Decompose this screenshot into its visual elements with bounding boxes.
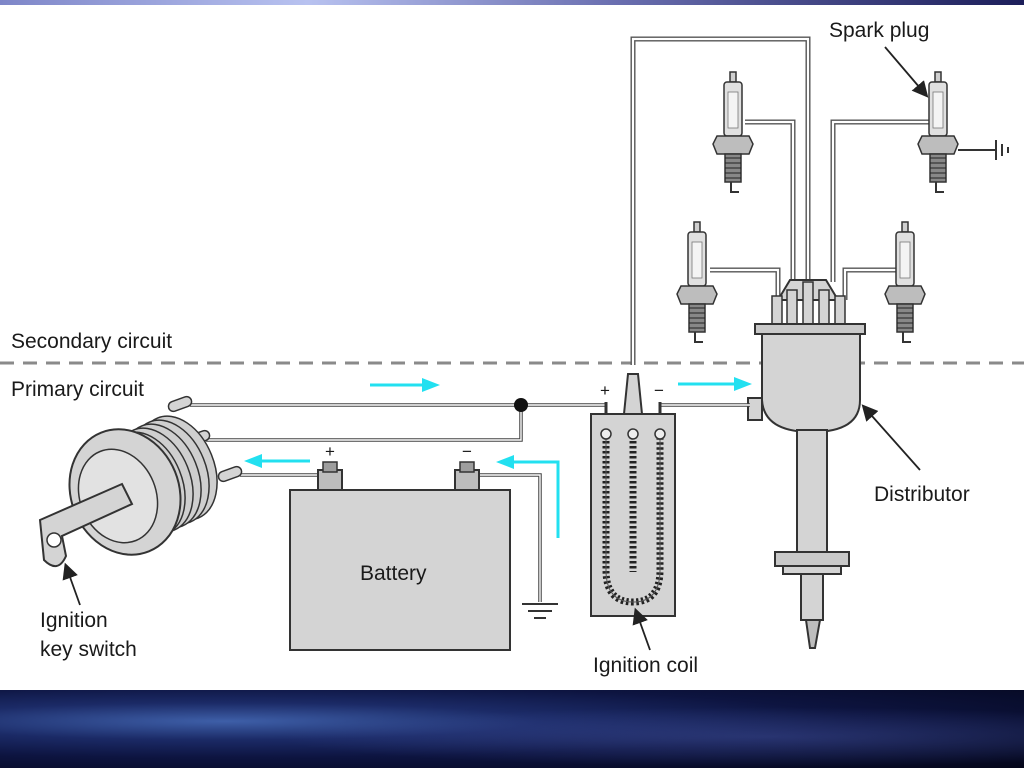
ignition-coil: [590, 373, 676, 617]
battery-label: Battery: [360, 562, 427, 585]
primary-circuit-label: Primary circuit: [11, 378, 144, 401]
top-accent-bar: [0, 0, 1024, 5]
secondary-wires: [630, 36, 938, 365]
flow-arrow-battery-to-switch: [244, 454, 310, 468]
flow-arrow-ground-to-battery: [496, 455, 560, 538]
ground-symbol-spark-plug: [958, 140, 1009, 160]
wire-junction-dot: [514, 398, 528, 412]
spark-plug-top-left: [712, 71, 754, 193]
ignition-key-switch: [38, 395, 243, 567]
spark-plug-label: Spark plug: [829, 19, 929, 42]
ignition-key-switch-label-line1: Ignition: [40, 609, 108, 632]
current-flow-arrows: [244, 377, 752, 538]
spark-plug-top-right: [917, 71, 959, 193]
battery: [289, 461, 511, 651]
battery-positive-sign: +: [325, 442, 335, 461]
flow-arrow-coil-to-distributor: [678, 377, 752, 391]
ground-symbol-battery: [522, 603, 558, 619]
battery-negative-sign: −: [462, 442, 472, 461]
distributor: [747, 279, 866, 649]
coil-positive-sign: +: [600, 381, 610, 400]
secondary-circuit-label: Secondary circuit: [11, 330, 172, 353]
spark-plug-mid-left: [676, 221, 718, 343]
ignition-coil-label: Ignition coil: [593, 654, 698, 677]
leader-lines: [62, 46, 929, 651]
coil-negative-sign: −: [654, 381, 664, 400]
distributor-label: Distributor: [874, 483, 970, 506]
flow-arrow-primary-right: [370, 378, 440, 392]
spark-plug-mid-right: [884, 221, 926, 343]
ignition-key-switch-label-line2: key switch: [40, 638, 137, 661]
ignition-system-diagram: Secondary circuit Primary circuit: [0, 19, 1024, 677]
footer-banner: [0, 690, 1024, 768]
